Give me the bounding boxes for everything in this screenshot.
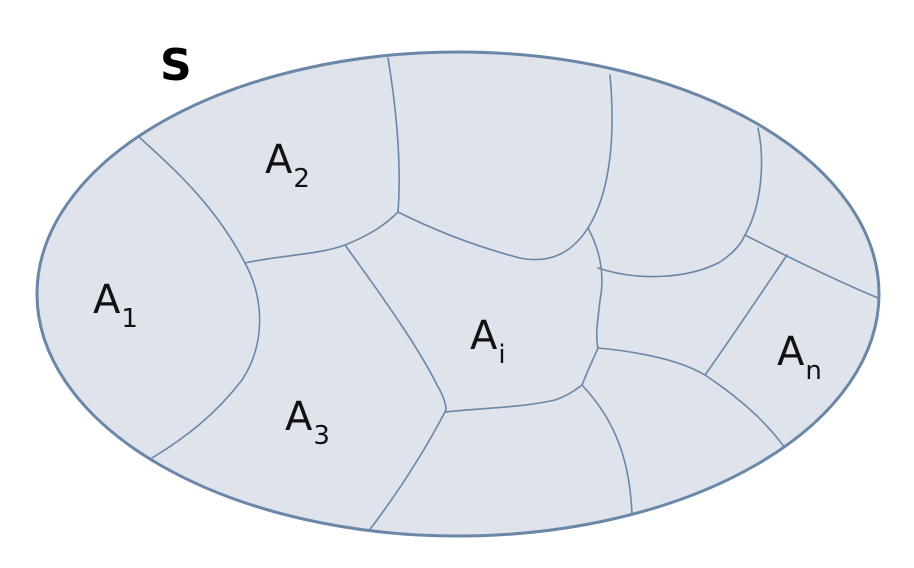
region-label-a2-base: A	[265, 137, 293, 183]
boundary-a2-a3	[244, 211, 399, 264]
partition-boundaries	[137, 57, 879, 533]
region-label-ai: Ai	[470, 316, 506, 368]
boundary-ai-right	[587, 227, 603, 349]
boundary-a3-bottom	[367, 411, 446, 533]
boundary-a3-ai	[344, 244, 447, 413]
boundary-top-middle	[397, 211, 589, 261]
sample-space-outline	[35, 50, 881, 538]
region-label-a3-base: A	[285, 394, 313, 440]
region-label-an: An	[777, 332, 822, 384]
boundary-a1-a2	[137, 135, 246, 264]
boundary-an-left	[704, 254, 788, 376]
region-label-an-base: A	[777, 329, 805, 375]
sample-space-label: S	[160, 40, 192, 91]
region-label-a3: A3	[285, 397, 330, 449]
region-label-ai-base: A	[470, 313, 498, 359]
region-label-ai-sub: i	[498, 340, 506, 370]
boundary-bottom-center-right	[581, 347, 599, 386]
boundary-far-right-upper	[744, 234, 879, 299]
boundary-a1-a3	[151, 262, 261, 459]
boundary-a2-right	[387, 57, 400, 213]
boundary-top-right-right	[744, 127, 763, 236]
boundary-top-right-bottom	[597, 234, 746, 278]
region-label-a1: A1	[93, 280, 138, 332]
boundary-ai-bottom	[444, 384, 583, 413]
boundary-top-middle-right	[587, 74, 613, 229]
boundary-middle-right-bottom	[597, 347, 786, 449]
region-label-an-sub: n	[805, 356, 822, 386]
boundary-bottom-center	[581, 384, 633, 516]
sample-space-fill	[37, 52, 879, 536]
region-label-a1-base: A	[93, 277, 121, 323]
region-label-a2: A2	[265, 140, 310, 192]
region-label-a3-sub: 3	[313, 421, 330, 451]
region-label-a1-sub: 1	[121, 304, 138, 334]
region-label-a2-sub: 2	[293, 164, 310, 194]
